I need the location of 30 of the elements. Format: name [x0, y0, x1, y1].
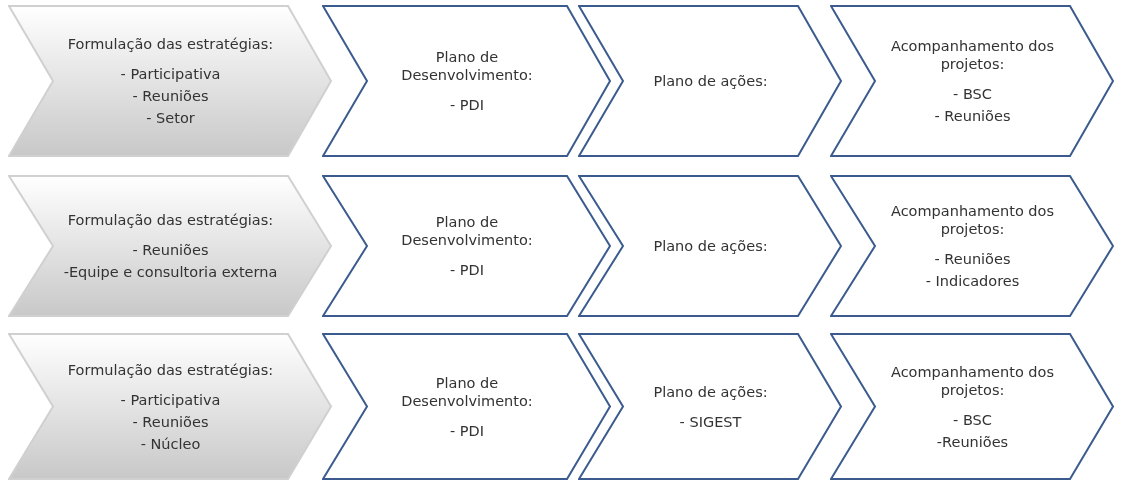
- step-heading: Acompanhamento dos projetos:: [890, 362, 1055, 399]
- list-item: - Participativa: [120, 65, 221, 83]
- list-item: - Reuniões: [934, 107, 1011, 125]
- list-item: - Reuniões: [132, 412, 209, 431]
- list-item: - Reuniões: [132, 241, 209, 259]
- step-heading: Plano de Desenvolvimento:: [400, 48, 534, 84]
- list-item: - BSC: [953, 85, 992, 103]
- step-heading: Formulação das estratégias:: [67, 35, 274, 53]
- list-item: -Reuniões: [936, 432, 1009, 451]
- list-item: - BSC: [953, 410, 992, 429]
- step-heading: Formulação das estratégias:: [67, 360, 274, 379]
- list-item: - Participativa: [120, 390, 221, 409]
- step-heading: Plano de ações:: [653, 237, 768, 255]
- list-item: - PDI: [450, 96, 484, 114]
- step-heading: Plano de ações:: [653, 382, 768, 401]
- list-item: - PDI: [450, 261, 484, 279]
- step-heading: Plano de Desenvolvimento:: [400, 373, 534, 410]
- list-item: - Setor: [146, 109, 195, 127]
- step-heading: Acompanhamento dos projetos:: [890, 202, 1055, 238]
- list-item: - Indicadores: [925, 272, 1020, 290]
- step-heading: Plano de Desenvolvimento:: [400, 213, 534, 249]
- list-item: - Reuniões: [132, 87, 209, 105]
- step-heading: Formulação das estratégias:: [67, 211, 274, 229]
- step-heading: Acompanhamento dos projetos:: [890, 37, 1055, 73]
- list-item: - PDI: [450, 421, 484, 440]
- list-item: - Núcleo: [140, 434, 201, 453]
- list-item: - SIGEST: [679, 412, 742, 431]
- list-item: -Equipe e consultoria externa: [63, 263, 278, 281]
- step-heading: Plano de ações:: [653, 72, 768, 90]
- list-item: - Reuniões: [934, 250, 1011, 268]
